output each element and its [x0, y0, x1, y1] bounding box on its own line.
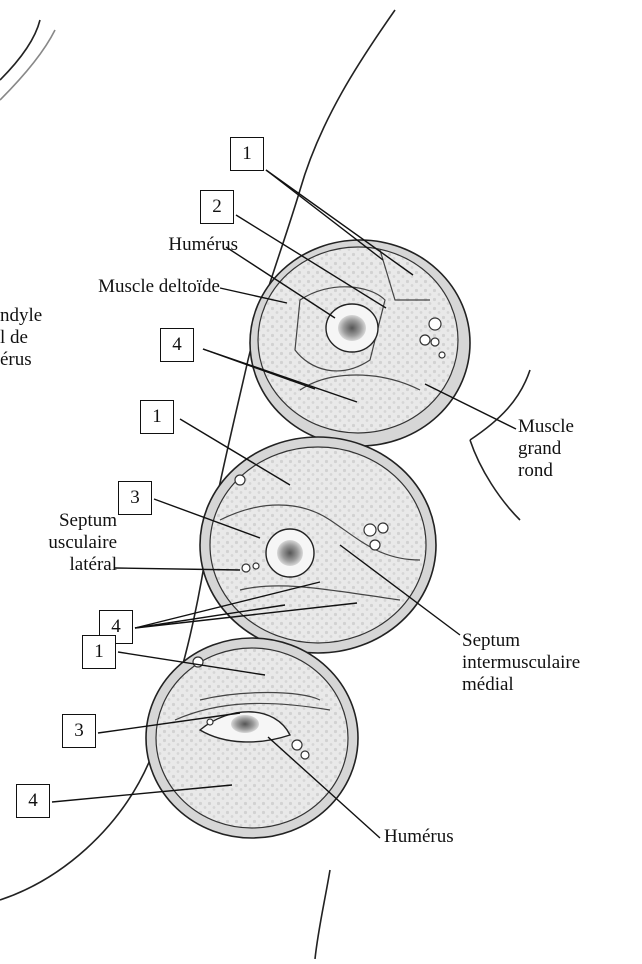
label-epicondyle: ndyle l de érus	[0, 305, 80, 371]
label-lateral-septum: Septum usculaire latéral	[0, 510, 117, 576]
label-deltoid-muscle: Muscle deltoïde	[50, 276, 220, 298]
label-medial-septum: Septum intermusculaire médial	[462, 630, 637, 696]
label-teres-major: Muscle grand rond	[518, 416, 628, 482]
middle-cross-section	[200, 437, 436, 653]
marker-4-bottom: 4	[16, 784, 50, 818]
bottom-cross-section	[146, 638, 358, 838]
label-humerus-bottom: Humérus	[384, 826, 504, 848]
marker-1-bottom: 1	[82, 635, 116, 669]
label-humerus-top: Humérus	[120, 234, 238, 256]
marker-3-bottom: 3	[62, 714, 96, 748]
top-cross-section	[250, 240, 470, 446]
marker-4-top: 4	[160, 328, 194, 362]
marker-1-top: 1	[230, 137, 264, 171]
marker-2-top: 2	[200, 190, 234, 224]
marker-3-middle: 3	[118, 481, 152, 515]
marker-1-middle: 1	[140, 400, 174, 434]
